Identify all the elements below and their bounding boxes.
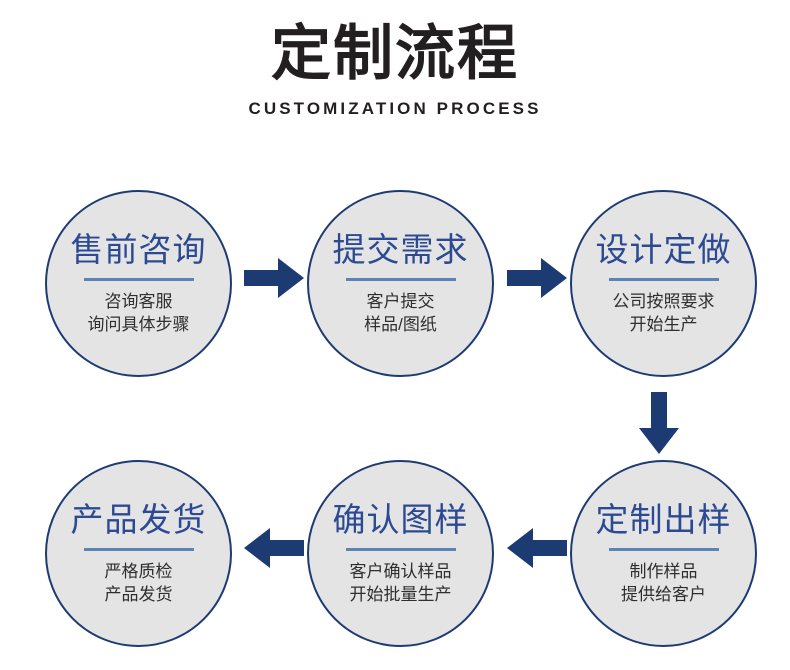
process-step-5: 确认图样 客户确认样品 开始批量生产	[307, 460, 494, 647]
page-subtitle: CUSTOMIZATION PROCESS	[248, 99, 542, 118]
process-step-4: 定制出样 制作样品 提供给客户	[570, 460, 757, 647]
step-title: 定制出样	[595, 501, 732, 538]
divider-line	[83, 278, 194, 281]
step-description-line-2: 样品/图纸	[364, 315, 437, 334]
step-description: 客户确认样品 开始批量生产	[350, 560, 452, 606]
divider-line	[345, 548, 456, 551]
step-description-line-1: 公司按照要求	[612, 292, 715, 311]
step-description-line-2: 询问具体步骤	[87, 315, 190, 334]
step-description-line-1: 制作样品	[629, 562, 698, 581]
arrow-left-icon	[244, 526, 304, 570]
step-description-line-1: 客户提交	[366, 292, 435, 311]
step-description-line-2: 提供给客户	[621, 585, 706, 604]
divider-line	[608, 548, 719, 551]
step-description: 严格质检 产品发货	[105, 560, 173, 606]
process-step-3: 设计定做 公司按照要求 开始生产	[570, 190, 757, 377]
page-title: 定制流程	[271, 20, 519, 87]
divider-line	[345, 278, 456, 281]
step-title: 售前咨询	[70, 231, 207, 268]
step-title: 产品发货	[70, 501, 207, 538]
step-description-line-2: 开始批量生产	[349, 585, 452, 604]
divider-line	[83, 548, 194, 551]
header: 定制流程 CUSTOMIZATION PROCESS	[0, 18, 790, 119]
step-description-line-1: 咨询客服	[104, 292, 173, 311]
step-title: 确认图样	[332, 501, 469, 538]
divider-line	[608, 278, 719, 281]
arrow-left-icon	[507, 526, 567, 570]
step-title: 提交需求	[332, 231, 469, 268]
step-description: 咨询客服 询问具体步骤	[88, 290, 190, 336]
process-step-1: 售前咨询 咨询客服 询问具体步骤	[45, 190, 232, 377]
step-description-line-2: 开始生产	[629, 315, 698, 334]
step-description: 客户提交 样品/图纸	[364, 290, 437, 336]
step-title: 设计定做	[595, 231, 732, 268]
arrow-down-icon	[637, 392, 681, 454]
step-description-line-1: 客户确认样品	[349, 562, 452, 581]
process-step-6: 产品发货 严格质检 产品发货	[45, 460, 232, 647]
arrow-right-icon	[507, 256, 567, 300]
step-description-line-2: 产品发货	[104, 585, 173, 604]
step-description: 制作样品 提供给客户	[621, 560, 706, 606]
arrow-right-icon	[244, 256, 304, 300]
step-description-line-1: 严格质检	[104, 562, 173, 581]
process-step-2: 提交需求 客户提交 样品/图纸	[307, 190, 494, 377]
step-description: 公司按照要求 开始生产	[613, 290, 715, 336]
